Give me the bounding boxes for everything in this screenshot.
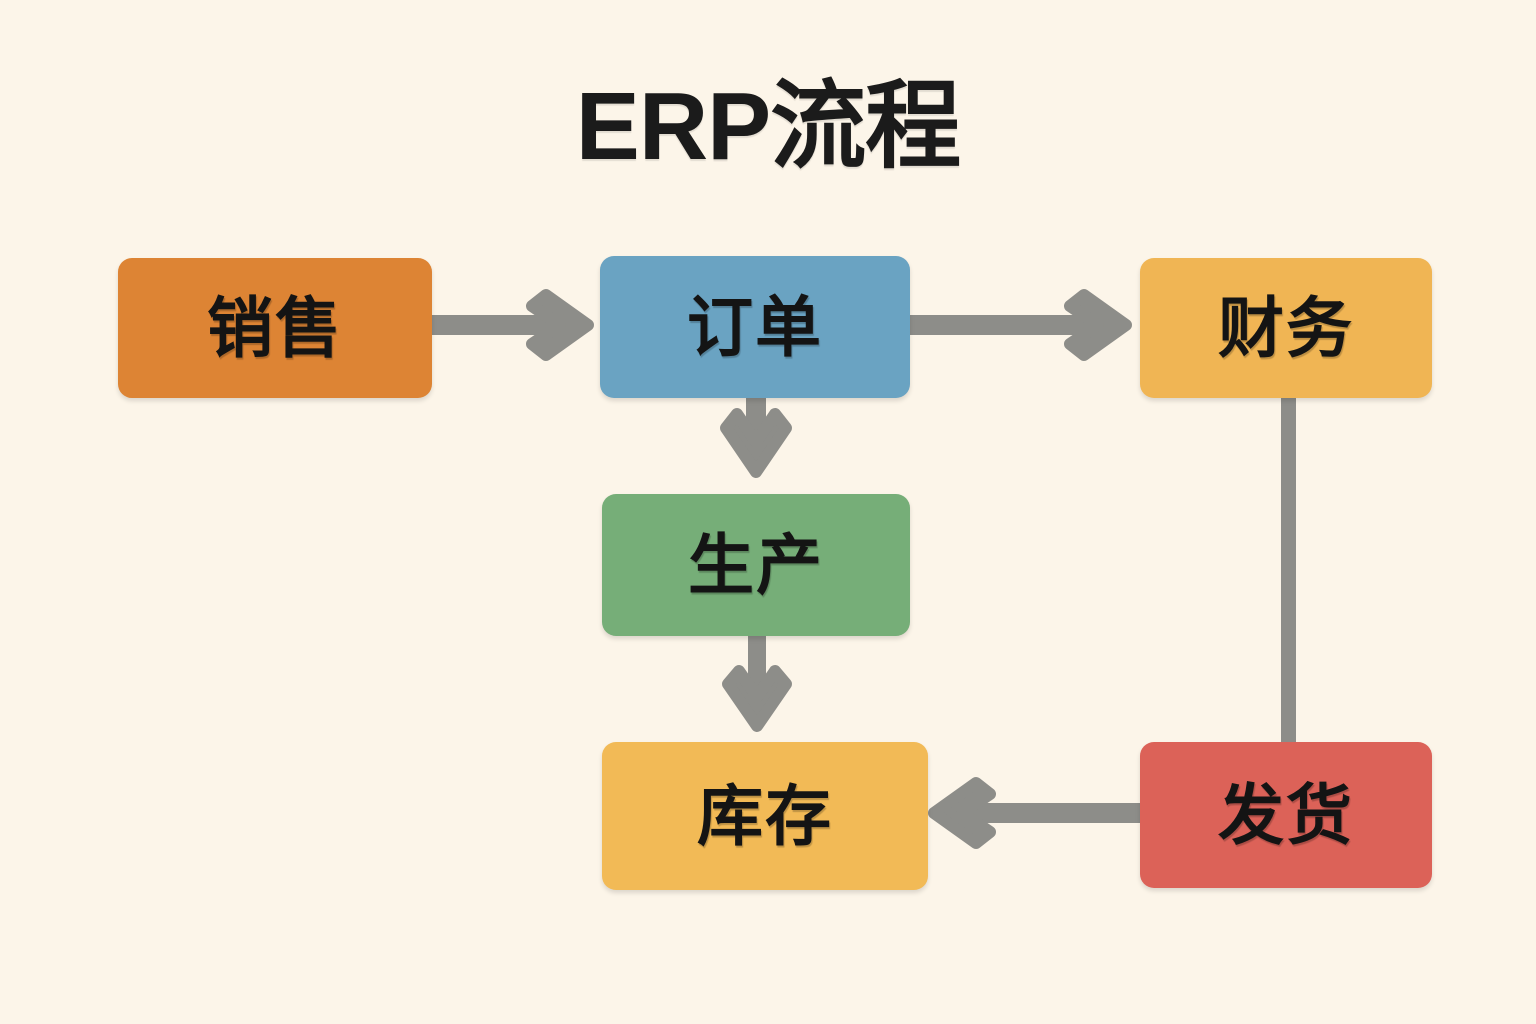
edge-production-to-inventory [722, 636, 792, 732]
node-order[interactable]: 订单 [600, 256, 910, 398]
node-shipping[interactable]: 发货 [1140, 742, 1432, 888]
node-finance[interactable]: 财务 [1140, 258, 1432, 398]
edge-order-to-finance [910, 289, 1132, 361]
edge-finance-to-shipping [1281, 398, 1296, 744]
node-inventory-label: 库存 [697, 779, 833, 853]
page-title: ERP流程 [575, 73, 961, 180]
edge-sales-to-order [432, 289, 594, 361]
node-inventory[interactable]: 库存 [602, 742, 928, 890]
node-shipping-label: 发货 [1218, 778, 1354, 852]
node-order-label: 订单 [687, 290, 823, 364]
node-sales-label: 销售 [207, 291, 343, 365]
edge-order-to-production [720, 398, 792, 478]
node-production-label: 生产 [688, 528, 824, 602]
node-finance-label: 财务 [1218, 291, 1354, 365]
node-production[interactable]: 生产 [602, 494, 910, 636]
edge-shipping-to-inventory [928, 777, 1142, 849]
node-sales[interactable]: 销售 [118, 258, 432, 398]
